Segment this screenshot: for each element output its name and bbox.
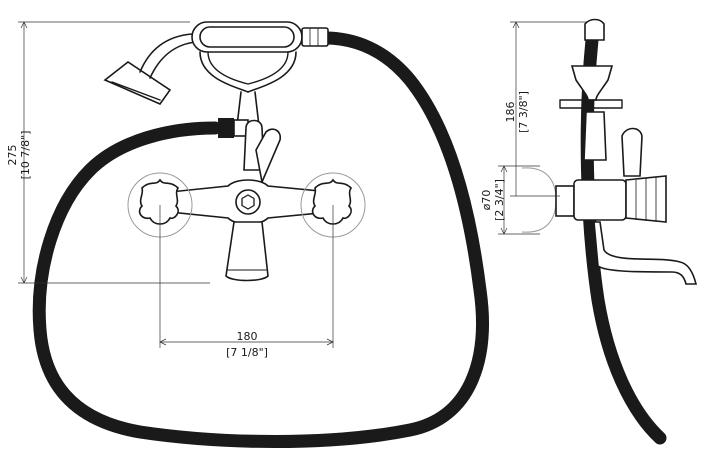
dim-70-mm: ø70: [480, 190, 493, 211]
dim-275-mm: 275: [6, 145, 19, 166]
dim-180-mm: 180: [237, 330, 258, 343]
dimension-width-front: [159, 205, 334, 348]
shower-hose-side: [580, 33, 667, 445]
dimension-diameter-side: [498, 165, 540, 235]
dim-186-inch: [7 3/8"]: [517, 91, 530, 133]
dim-180-inch: [7 1/8"]: [226, 346, 268, 359]
handshower-side: [559, 18, 623, 109]
left-tap-front: [127, 172, 193, 238]
dim-186-mm: 186: [504, 102, 517, 123]
dim-275-inch: [10 7/8"]: [19, 131, 32, 180]
mixer-body-side: [521, 111, 698, 285]
dimension-height-side: [510, 21, 586, 197]
handshower-front: [103, 21, 329, 127]
dimension-height-front: [18, 21, 210, 284]
mixer-body-front: [169, 118, 331, 282]
shower-hose-front: [32, 31, 489, 448]
dim-70-inch: [2 3/4"]: [493, 179, 506, 221]
